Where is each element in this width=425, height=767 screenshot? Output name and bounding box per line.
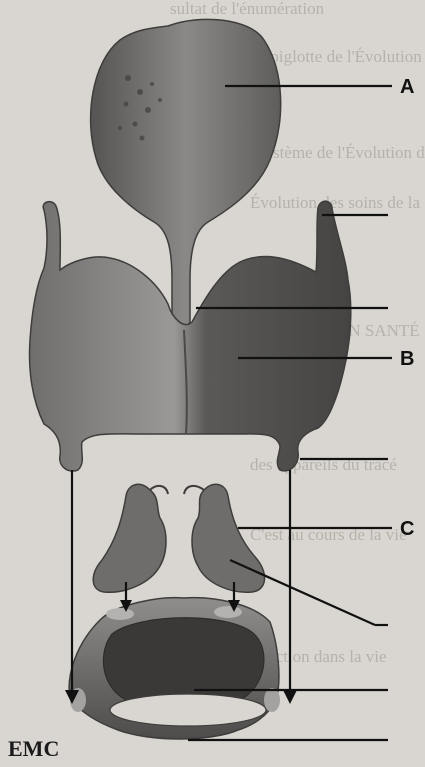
arrowhead-icon — [283, 690, 297, 704]
background-text-line: Évolution des soins de la — [250, 193, 420, 212]
label-b: B — [400, 348, 414, 370]
background-text-line: Épiglotte de l'Évolution dont S — [260, 47, 425, 66]
cricoid-cartilage — [69, 598, 280, 739]
emc-logo: EMC — [8, 736, 59, 761]
background-text-line: des appareils du tracé — [250, 455, 397, 474]
left-arytenoid-cartilage — [93, 484, 168, 592]
label-a: A — [400, 76, 414, 98]
background-text-line: Système de l'Évolution de Soins — [255, 143, 425, 162]
label-c: C — [400, 518, 414, 540]
background-text-line: sultat de l'énumération — [170, 0, 325, 18]
